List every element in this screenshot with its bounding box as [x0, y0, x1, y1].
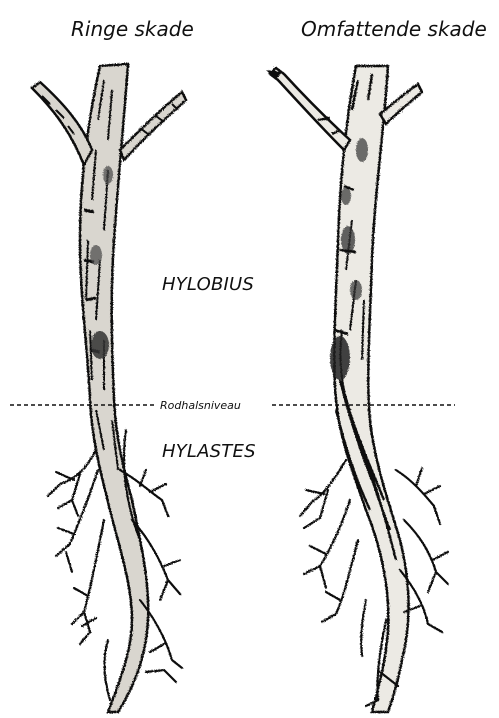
label-hylastes: HYLASTES [162, 443, 256, 461]
label-hylobius: HYLOBIUS [162, 276, 254, 294]
seedling-heavy-damage [266, 66, 448, 712]
title-heavy-damage: Omfattende skade [301, 19, 487, 39]
seedling-light-damage [32, 64, 186, 712]
label-root-collar: Rodhalsniveau [160, 400, 241, 411]
title-light-damage: Ringe skade [71, 19, 194, 39]
